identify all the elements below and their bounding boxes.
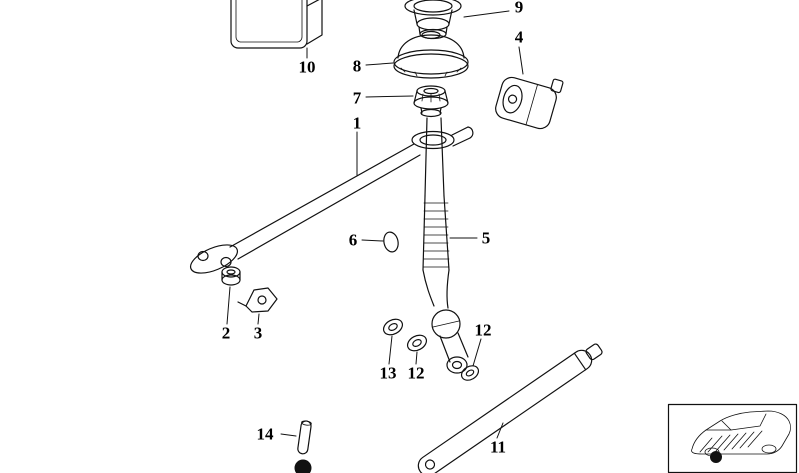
part-label-7[interactable]: 7	[352, 88, 362, 108]
part-7-bushing	[413, 85, 449, 118]
part-2-nut	[221, 266, 241, 286]
part-14-pin	[297, 420, 312, 455]
part-13-washer	[382, 318, 404, 336]
part-label-12b[interactable]: 12	[474, 320, 492, 340]
part-label-10[interactable]: 10	[298, 57, 316, 77]
part-11-selector-rod	[417, 343, 603, 473]
part-6-oring	[383, 231, 399, 253]
part-5-gearshift-lever	[422, 117, 469, 374]
part-10-damper-box	[230, 0, 323, 49]
part-12a-washer	[406, 334, 428, 352]
part-9-bearing-sleeve	[404, 0, 462, 40]
part-12b-washer	[460, 365, 480, 381]
part-label-11[interactable]: 11	[489, 437, 507, 457]
marker-dot	[294, 459, 312, 473]
part-label-5[interactable]: 5	[481, 228, 491, 248]
part-label-6[interactable]: 6	[348, 230, 358, 250]
part-8-rubber-boot	[393, 30, 469, 79]
part-label-1[interactable]: 1	[352, 113, 362, 133]
car-inset	[667, 403, 798, 473]
leader-lines	[226, 10, 524, 439]
car-inset-marker-dot	[710, 451, 722, 463]
car-icon	[691, 410, 791, 457]
part-4-coupling-sleeve	[495, 76, 564, 130]
part-label-14[interactable]: 14	[256, 424, 274, 444]
part-label-8[interactable]: 8	[352, 56, 362, 76]
part-1-shift-rod	[189, 126, 474, 274]
part-3-clip	[237, 287, 278, 313]
part-label-4[interactable]: 4	[514, 27, 524, 47]
part-label-2[interactable]: 2	[221, 323, 231, 343]
part-label-3[interactable]: 3	[253, 323, 263, 343]
part-label-9[interactable]: 9	[514, 0, 524, 17]
car-inset-frame	[667, 403, 798, 473]
part-label-12a[interactable]: 12	[407, 363, 425, 383]
part-label-13[interactable]: 13	[379, 363, 397, 383]
